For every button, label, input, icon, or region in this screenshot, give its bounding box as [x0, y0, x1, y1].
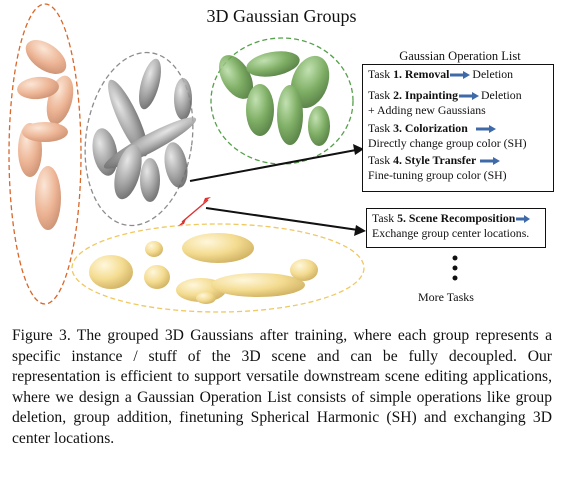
task-name: 5. Scene Recomposition	[397, 211, 516, 225]
blue-arrow-icon	[516, 215, 531, 224]
orange-gaussian-group	[8, 3, 82, 305]
arrowhead	[353, 144, 364, 155]
gaussian-blob	[22, 122, 68, 142]
task-name: 2. Inpainting	[393, 88, 458, 102]
more-dot	[452, 275, 458, 281]
yellow-gaussian-group	[71, 223, 365, 313]
task-detail: Directly change group color (SH)	[368, 136, 527, 150]
gaussian-blob	[114, 144, 142, 200]
task-detail: Exchange group center locations.	[372, 226, 530, 240]
blue-arrow-icon	[450, 71, 471, 80]
task-name: 4. Style Transfer	[393, 153, 477, 167]
gaussian-blob	[290, 55, 330, 109]
figure-caption: Figure 3. The grouped 3D Gaussians after…	[12, 327, 552, 447]
task-detail: Fine-tuning group color (SH)	[368, 168, 507, 182]
blue-arrow-icon	[480, 157, 501, 166]
gaussian-blob	[25, 40, 67, 74]
task-colorization: Task 3. Colorization	[368, 121, 548, 136]
gaussian-blob	[277, 85, 303, 145]
gaussian-blob	[196, 292, 216, 304]
task-name: 1. Removal	[393, 67, 450, 81]
gaussian-blob	[145, 241, 163, 257]
task-style-transfer: Task 4. Style Transfer	[368, 153, 548, 168]
gaussian-blob	[35, 166, 61, 230]
gaussian-blob	[218, 55, 254, 99]
blue-arrow-icon	[458, 92, 479, 101]
gaussian-blob	[140, 158, 160, 202]
gaussian-blob	[17, 76, 59, 100]
group-boundary	[71, 223, 365, 313]
more-tasks-label: More Tasks	[418, 290, 474, 304]
gaussian-blob	[308, 106, 330, 146]
group-boundary	[8, 3, 82, 305]
figure-title: 3D Gaussian Groups	[206, 6, 357, 26]
gaussian-blob	[108, 79, 148, 157]
blue-arrow-icon	[475, 125, 496, 134]
gaussian-blob	[246, 51, 300, 77]
red-arrowhead	[178, 219, 186, 226]
gaussian-blob	[246, 84, 274, 136]
gaussian-blob	[290, 259, 318, 281]
gaussian-blob	[139, 58, 161, 110]
recomposition-box: Task 5. Scene Recomposition Exchange gro…	[366, 208, 546, 248]
arrowhead	[354, 225, 366, 236]
operation-list-heading: Gaussian Operation List	[399, 49, 521, 63]
yellow-to-recomposition-arrow	[205, 207, 359, 231]
gaussian-blob	[144, 265, 170, 289]
gaussian-blob	[174, 78, 192, 120]
gaussian-blob	[211, 273, 305, 297]
more-dot	[452, 265, 458, 271]
task-name: 3. Colorization	[393, 121, 468, 135]
red-exchange-connector	[181, 199, 209, 223]
gray-to-operation-list-arrow	[189, 149, 357, 182]
gaussian-blob	[164, 142, 188, 188]
gaussian-blob	[89, 255, 133, 289]
task-detail: + Adding new Gaussians	[368, 103, 486, 117]
gaussian-groups-illustration	[8, 3, 458, 313]
gaussian-blob	[182, 233, 254, 263]
red-arrowhead	[203, 197, 211, 203]
gray-gaussian-group	[84, 51, 197, 227]
group-boundary	[84, 51, 194, 227]
task-recomposition: Task 5. Scene Recomposition	[372, 211, 540, 226]
green-gaussian-group	[210, 37, 354, 165]
more-dot	[452, 255, 458, 261]
